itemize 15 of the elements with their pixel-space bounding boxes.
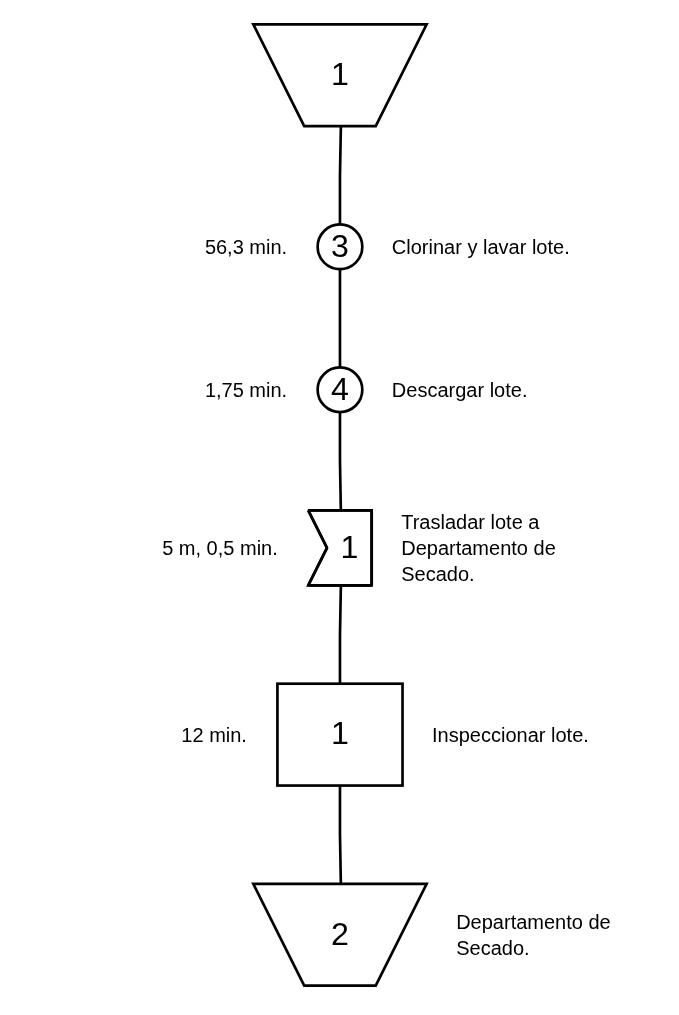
connector xyxy=(338,269,341,368)
time-label: 5 m, 0,5 min. xyxy=(161,535,278,561)
node-circle: 4 xyxy=(315,366,364,414)
time-label: 12 min. xyxy=(180,722,247,748)
connector xyxy=(338,586,342,684)
connector xyxy=(338,127,342,225)
node-circle: 3 xyxy=(315,223,364,271)
activity-description: Inspeccionar lote. xyxy=(432,722,590,748)
activity-description: Trasladar lote a Departamento de Secado. xyxy=(401,509,557,587)
activity-description: Descargar lote. xyxy=(391,377,529,403)
node-box: 1 xyxy=(275,682,404,787)
activity-description: Clorinar y lavar lote. xyxy=(391,234,571,260)
time-label: 56,3 min. xyxy=(203,234,288,260)
activity-description: Departamento de Secado. xyxy=(456,909,612,961)
time-label: 1,75 min. xyxy=(203,377,288,403)
